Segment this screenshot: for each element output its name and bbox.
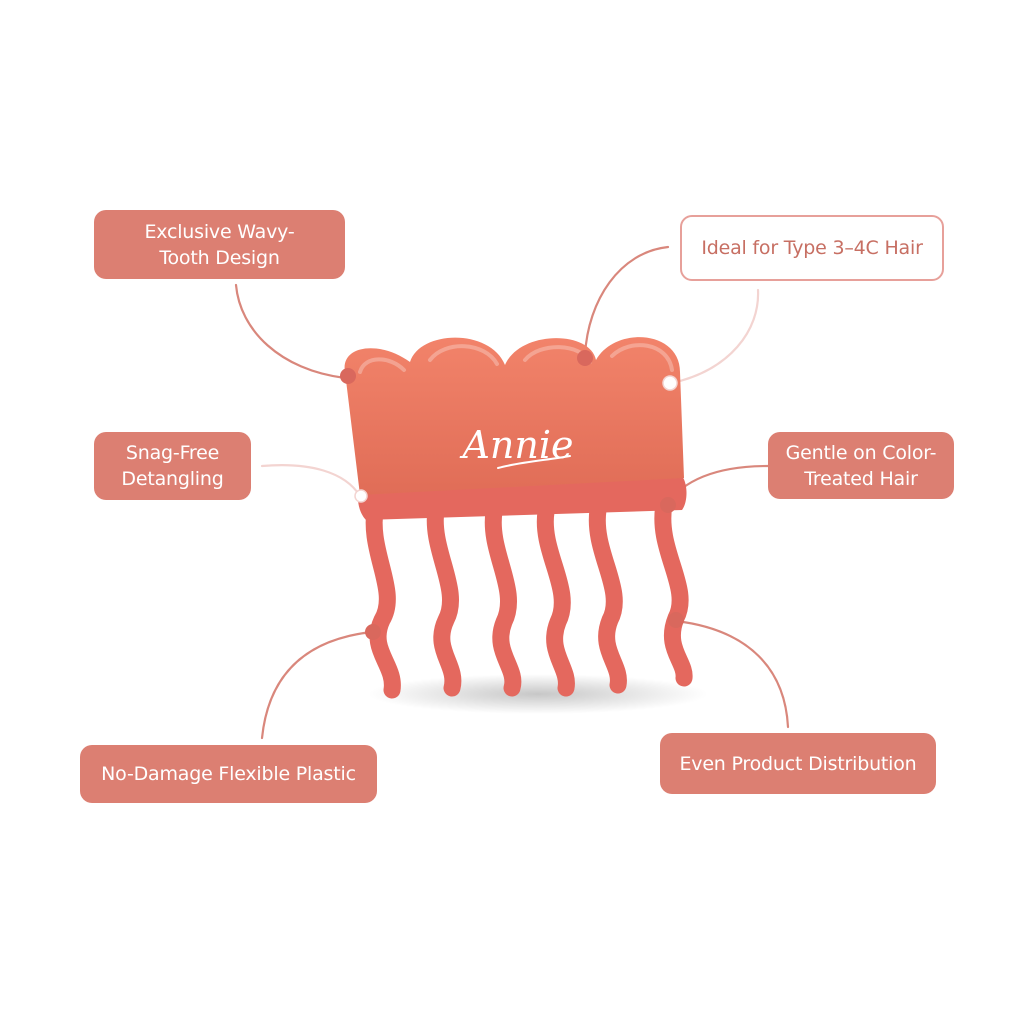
comb-tooth — [654, 496, 693, 687]
callout-dot — [365, 624, 381, 640]
callout-dot — [340, 368, 356, 384]
comb-tooth — [536, 503, 575, 697]
leader-line-product-dist — [674, 619, 790, 729]
brand-logo-swash — [497, 455, 571, 469]
callout-dot — [660, 497, 676, 513]
leader-line-type-hair-light — [670, 288, 760, 385]
callout-wavy-tooth-design: Exclusive Wavy- Tooth Design — [94, 210, 345, 279]
leader-line-wavy-tooth — [234, 283, 347, 380]
comb-shadow — [368, 674, 708, 714]
callout-snag-free-detangling: Snag-Free Detangling — [94, 432, 251, 500]
brand-logo: Annie — [459, 423, 573, 467]
comb-tooth — [426, 501, 462, 697]
callout-color-treated-hair: Gentle on Color- Treated Hair — [768, 432, 954, 499]
callout-dot — [577, 350, 593, 366]
callout-flexible-plastic: No-Damage Flexible Plastic — [80, 745, 377, 803]
leader-line-snag-free — [260, 464, 362, 498]
callout-dot — [354, 489, 368, 503]
comb-head — [344, 337, 684, 495]
callout-type-hair: Ideal for Type 3–4C Hair — [680, 215, 944, 281]
comb-tooth — [365, 496, 401, 699]
comb-tooth — [588, 501, 627, 694]
callout-dot — [668, 612, 684, 628]
comb-tooth — [484, 503, 522, 697]
callout-dot — [662, 375, 678, 391]
leader-line-flexible-plastic — [260, 630, 374, 740]
leader-line-type-hair — [583, 245, 670, 357]
callout-product-distribution: Even Product Distribution — [660, 733, 936, 794]
comb-highlight — [358, 343, 674, 374]
